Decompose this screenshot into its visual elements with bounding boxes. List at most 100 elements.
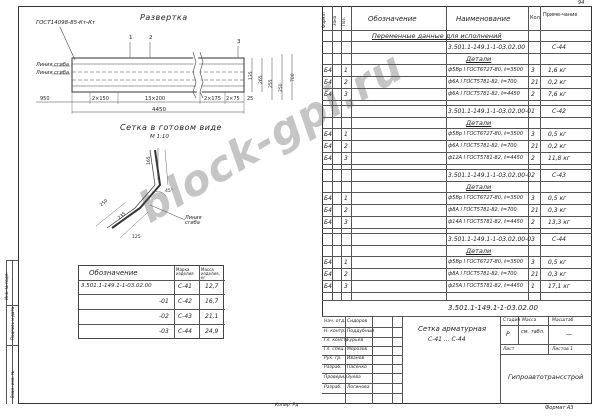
spec-item-note: 0,2 кг (548, 79, 567, 86)
spec-item-pos: 1 (344, 67, 348, 74)
mass-row-designation: -01 (159, 298, 169, 305)
dim-950: 950 (40, 96, 50, 102)
title-mass-label: Масса (522, 318, 537, 323)
ready-dim-angle: 45° (165, 189, 173, 194)
title-role-name: Пасенко (347, 365, 367, 370)
spec-group-subtitle: Детали (466, 247, 492, 255)
spec-group-subtitle: Детали (466, 55, 492, 63)
spec-item-format: Б4 (324, 259, 332, 266)
spec-item-format: Б4 (324, 67, 332, 74)
title-role-name: Иванов (347, 356, 365, 361)
spec-item-note: 0,5 кг (548, 131, 567, 138)
title-role: Н. контр. (324, 329, 346, 334)
spec-item-name: ф8А I ГОСТ5781-82, ℓ=700 (448, 271, 517, 277)
spec-item-name: ф5Вр I ГОСТ6727-80, ℓ=3500 (448, 131, 524, 137)
spec-item-pos: 3 (344, 91, 348, 98)
title-sheets-label: Листов 1 (552, 347, 574, 352)
mass-row-mass: 16,7 (205, 298, 219, 305)
mass-header-mark: Марка изделия (176, 267, 194, 276)
spec-item-qty: 3 (531, 195, 535, 202)
unfold-bend-line-2: Линия сгиба (36, 70, 69, 76)
mass-header-designation: Обозначение (89, 269, 138, 277)
unfold-bend-line-1: Линия сгиба (36, 62, 69, 68)
spec-header-designation: Обозначение (368, 15, 417, 23)
mass-row-designation: 3.501.1-149.1-1-03.02.00 (81, 283, 152, 289)
spec-group-designation: 3.501.1-149.1-1-03.02.00-01 (448, 108, 535, 115)
title-stage-value: Р (506, 331, 510, 338)
spec-item-note: 0,5 кг (548, 259, 567, 266)
title-product-marks: С-41 ... С-44 (428, 336, 466, 343)
spec-item-format: Б4 (324, 271, 332, 278)
spec-item-qty: 3 (531, 131, 535, 138)
copied-by: Копир. Рд (275, 403, 299, 408)
mass-row-mark: С-44 (178, 328, 192, 335)
spec-group-note: С-44 (552, 44, 566, 51)
spec-item-qty: 2 (531, 219, 535, 226)
spec-item-format: Б4 (324, 131, 332, 138)
mass-row-designation: -03 (159, 328, 169, 335)
spec-item-note: 0,2 кг (548, 143, 567, 150)
spec-item-qty: 21 (531, 143, 539, 150)
mass-row-mark: С-42 (178, 298, 192, 305)
spec-item-qty: 2 (531, 91, 535, 98)
title-sheet-label: Лист (503, 347, 515, 352)
spec-item-qty: 21 (531, 207, 539, 214)
title-stage-label: Стадия (503, 318, 521, 323)
spec-item-pos: 1 (344, 259, 348, 266)
title-role: Разраб. (324, 385, 342, 390)
spec-item-format: Б4 (324, 155, 332, 162)
mass-row-mark: С-41 (178, 283, 192, 290)
title-doc-number: 3.501.1-149.1-1-03.02.00 (448, 304, 538, 312)
title-role: Проверил (324, 375, 348, 380)
mass-row-mark: С-43 (178, 313, 192, 320)
spec-group-designation: 3.501.1-149.1-1-03.02.00-02 (448, 172, 535, 179)
spec-item-qty: 3 (531, 259, 535, 266)
unfold-standard: ГОСТ14098-85-Кт-Кт (36, 20, 96, 26)
spec-item-note: 13,3 кг (548, 219, 571, 226)
title-role: Гл. спец. (324, 347, 345, 352)
spec-item-name: ф6А I ГОСТ5781-82, ℓ=4450 (448, 91, 520, 97)
title-role-name: Гурьев (347, 338, 364, 343)
title-scale-value: — (566, 331, 572, 338)
spec-item-qty: 21 (531, 271, 539, 278)
spec-group-note: С-42 (552, 108, 566, 115)
spec-group-subtitle: Детали (466, 119, 492, 127)
title-role-name: Сидоров (347, 319, 368, 324)
spec-item-name: ф6А I ГОСТ5781-82, ℓ=700 (448, 79, 517, 85)
spec-item-note: 0,5 кг (548, 195, 567, 202)
spec-item-pos: 1 (344, 195, 348, 202)
spec-item-pos: 2 (344, 79, 348, 86)
dim-2x75: 2×75 (226, 96, 240, 102)
spec-item-name: ф14А I ГОСТ5781-82, ℓ=4450 (448, 219, 524, 225)
spec-group-note: С-43 (552, 172, 566, 179)
spec-item-pos: 3 (344, 283, 348, 290)
title-mass-value: см. табл. (521, 329, 545, 335)
spec-item-note: 0,3 кг (548, 207, 567, 214)
title-role-name: Поддубный (347, 329, 375, 334)
mass-row-mass: 21,1 (205, 313, 219, 320)
spec-item-name: ф6А I ГОСТ5781-82, ℓ=700 (448, 143, 517, 149)
ready-scale: М 1:10 (150, 134, 169, 140)
mass-table: Обозначение Марка изделия Масса изделия,… (78, 265, 225, 339)
spec-item-name: ф5Вр I ГОСТ6727-80, ℓ=3500 (448, 195, 524, 201)
dim-13x200: 13×200 (145, 96, 166, 102)
spec-item-pos: 2 (344, 143, 348, 150)
sheet-frame (18, 6, 592, 404)
spec-item-format: Б4 (324, 207, 332, 214)
spec-item-note: 1,6 кг (548, 67, 567, 74)
dim-2x175: 2×175 (204, 96, 221, 102)
spec-group-designation: 3.501.1-149.1-1-03.02.00-03 (448, 236, 535, 243)
ready-title: Сетка в готовом виде (120, 123, 222, 132)
spec-item-format: Б4 (324, 143, 332, 150)
spec-item-name: ф5Вр I ГОСТ6727-80, ℓ=3500 (448, 67, 524, 73)
ready-dim-165: 165 (147, 156, 152, 165)
spec-item-note: 11,8 кг (548, 155, 571, 162)
spec-item-format: Б4 (324, 283, 332, 290)
ready-dim-125: 125 (132, 235, 141, 240)
mass-row-mass: 12,7 (205, 283, 219, 290)
spec-section-title: Переменные данные для исполнений (372, 32, 502, 40)
spec-item-name: ф5Вр I ГОСТ6727-80, ℓ=3500 (448, 259, 524, 265)
unfold-marker-2: 2 (149, 35, 153, 41)
